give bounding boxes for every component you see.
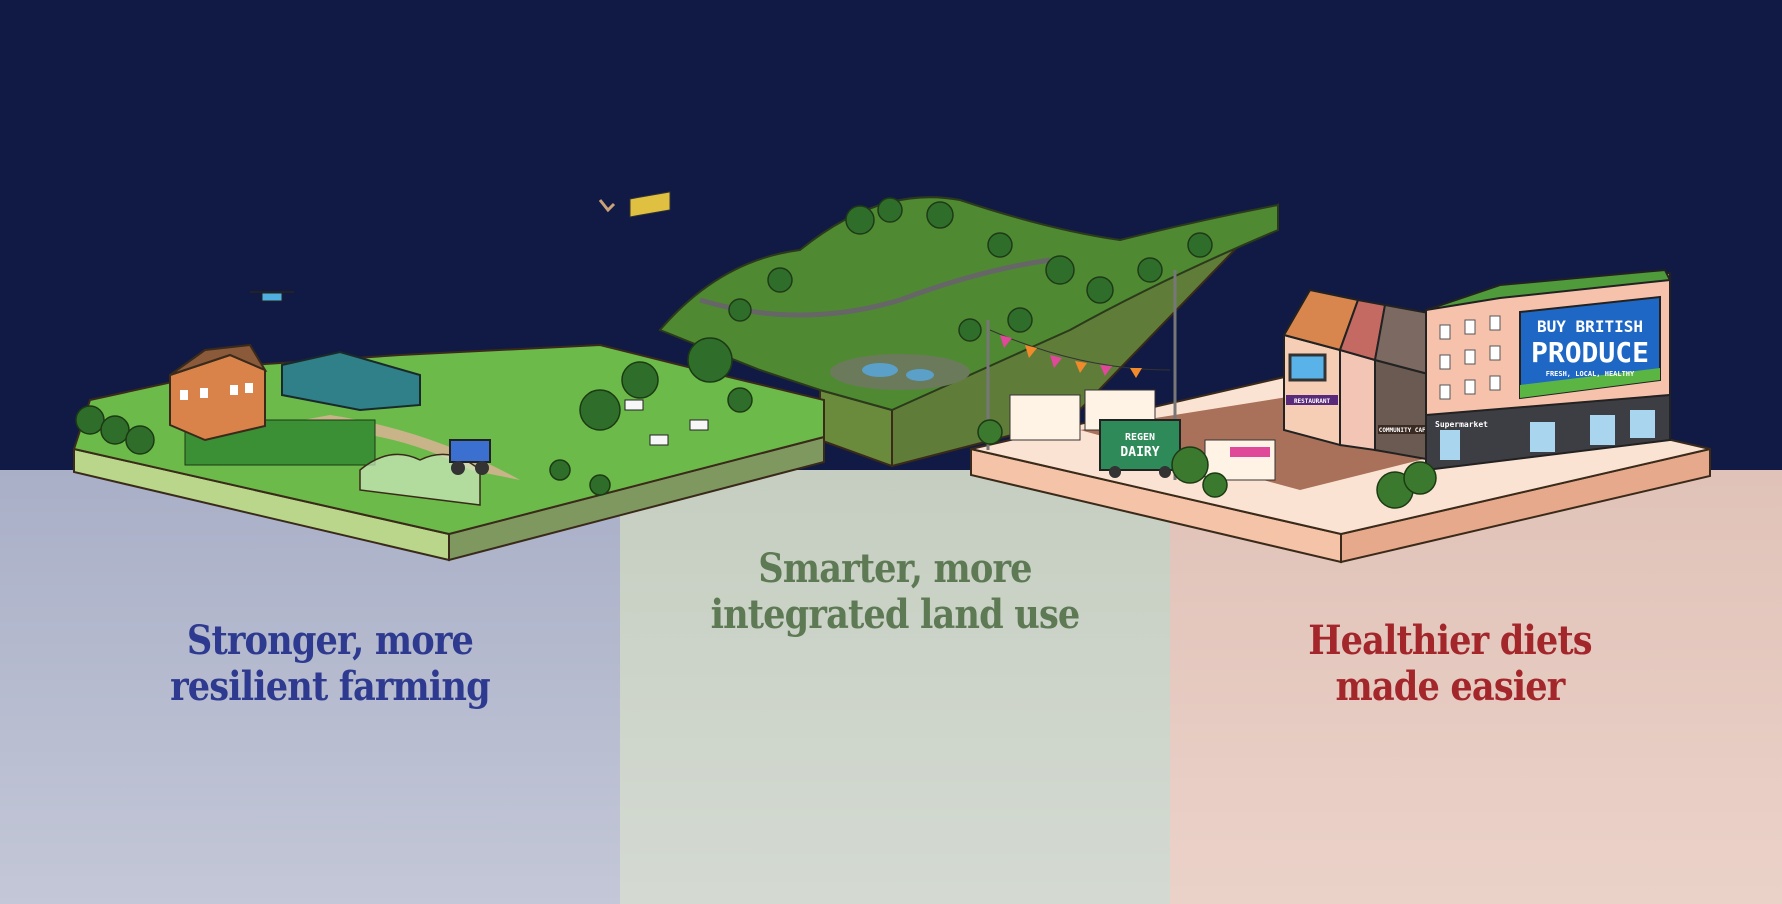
diets-heading: Healthier diets made easier [1212,618,1687,710]
farming-heading-line1: Stronger, more [186,617,474,664]
land-use-heading-line1: Smarter, more [758,545,1032,592]
cows [624,399,709,446]
van-label-line2: DAIRY [1120,445,1159,460]
dairy-van: REGEN DAIRY [1099,419,1181,478]
townhouses: RESTAURANT COMMUNITY CAFE [1282,288,1442,462]
restaurant-sign: RESTAURANT [1294,398,1331,405]
drone-icon [250,291,294,302]
farm-barns [281,350,421,412]
farming-heading-line2: resilient farming [170,663,491,710]
land-use-heading-line2: integrated land use [710,591,1081,638]
van-label-line1: REGEN [1125,432,1155,443]
farmhouse [169,343,268,442]
town-trees [977,419,1437,509]
billboard-line3: FRESH, LOCAL, HEALTHY [1546,370,1635,378]
diets-heading-line2: made easier [1335,663,1566,710]
town-platform: REGEN DAIRY RESTAURANT COMMUNITY CAFE [970,268,1711,564]
land-use-panel [620,470,1170,904]
billboard-line1: BUY BRITISH [1537,317,1643,336]
bird-icon [598,199,616,213]
supermarket-sign: Supermarket [1435,420,1488,429]
billboard: BUY BRITISH PRODUCE FRESH, LOCAL, HEALTH… [1519,295,1661,400]
land-use-heading: Smarter, more integrated land use [653,546,1137,638]
cafe-sign: COMMUNITY CAFE [1379,427,1430,434]
farming-heading: Stronger, more resilient farming [92,618,567,710]
billboard-line2: PRODUCE [1531,336,1649,369]
farm-platform [72,337,825,562]
tractor [449,439,491,475]
diets-heading-line1: Healthier diets [1308,617,1592,664]
supermarket-building: Supermarket BUY BRITISH PRODUCE FRESH, L… [1425,268,1672,472]
